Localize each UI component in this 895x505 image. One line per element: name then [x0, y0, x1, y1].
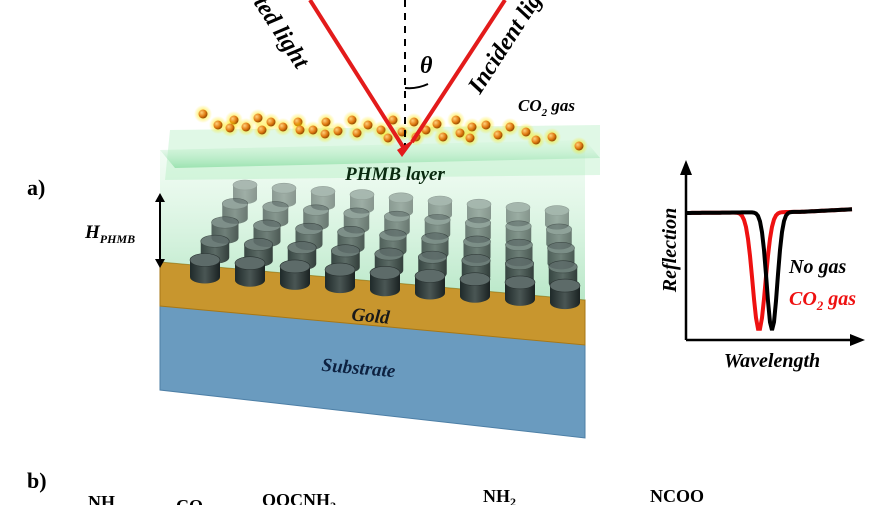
co2-gas-label: CO2 gas: [518, 96, 575, 119]
nanopillar: [189, 253, 221, 284]
legend-co2-gas: CO2 gas: [789, 288, 856, 313]
legend-no-gas: No gas: [788, 256, 846, 278]
co2-particle: [253, 113, 263, 123]
nanopillar: [200, 234, 230, 264]
co2-particle: [388, 115, 398, 125]
fragment-4: NH2: [483, 486, 516, 505]
reflected-light-label: Reflected light: [213, 0, 314, 74]
co2-particle: [198, 109, 208, 119]
co2-particle: [438, 132, 448, 142]
co2-particle: [266, 117, 276, 127]
incident-arrowhead: [397, 138, 416, 157]
co2-particle: [321, 117, 331, 127]
co2-particle: [531, 135, 541, 145]
co2-particle: [451, 115, 461, 125]
co2-particle: [481, 120, 491, 130]
co2-particle: [320, 129, 330, 139]
co2-particle: [505, 122, 515, 132]
no-gas-curve: [686, 207, 853, 331]
light-rays: [308, 0, 507, 157]
co2-particle: [363, 120, 373, 130]
incident-ray: [410, 0, 507, 144]
co2-particle: [574, 141, 584, 151]
nanopillar: [414, 269, 446, 300]
theta-label: θ: [420, 53, 433, 79]
fragment-5: NCOO: [650, 486, 704, 505]
co2-particle: [225, 123, 235, 133]
incident-light-label: Incident light: [463, 0, 559, 99]
co2-particle: [352, 128, 362, 138]
nanopillar: [459, 272, 491, 303]
co2-particle: [521, 127, 531, 137]
co2-particle: [333, 126, 343, 136]
panel-b-label: b): [27, 468, 47, 493]
co2-particle: [383, 133, 393, 143]
co2-particle: [421, 125, 431, 135]
co2-particle: [465, 133, 475, 143]
panel-a-label: a): [27, 175, 45, 200]
co2-particle: [547, 132, 557, 142]
nanopillar-array: [189, 179, 581, 310]
theta-arc: [404, 83, 429, 90]
reflection-inset-plot: [680, 160, 865, 346]
co2-particle: [347, 115, 357, 125]
co2-particle: [241, 122, 251, 132]
panel-b-fragments: NH CO OOCNH2 NH2 NCOO: [88, 486, 704, 505]
co2-particle: [278, 122, 288, 132]
co2-particle: [308, 125, 318, 135]
inset-x-arrow: [850, 334, 865, 346]
inset-ylabel: Reflection: [659, 208, 681, 293]
co2-particle: [295, 125, 305, 135]
gold-layer-label: Gold: [351, 304, 391, 328]
nanopillar: [369, 265, 401, 297]
co2-particle: [409, 117, 419, 127]
co2-particle: [432, 119, 442, 129]
inset-y-arrow: [680, 160, 692, 175]
co2-particle: [213, 120, 223, 130]
height-label: HPHMB: [84, 222, 135, 246]
nanopillar: [211, 216, 239, 244]
nanopillar: [549, 278, 581, 310]
nanopillar: [324, 262, 356, 294]
inset-xlabel: Wavelength: [724, 350, 820, 372]
height-arrow: [155, 193, 165, 268]
reflected-ray: [308, 0, 407, 152]
nanopillar: [279, 259, 311, 290]
nanopillar: [504, 275, 536, 306]
phmb-layer-label: PHMB layer: [344, 164, 445, 185]
fragment-3: OOCNH2: [262, 490, 336, 505]
fragment-2: CO: [176, 496, 203, 505]
nanopillar: [234, 256, 266, 287]
co2-particle: [493, 130, 503, 140]
fragment-1: NH: [88, 492, 115, 505]
